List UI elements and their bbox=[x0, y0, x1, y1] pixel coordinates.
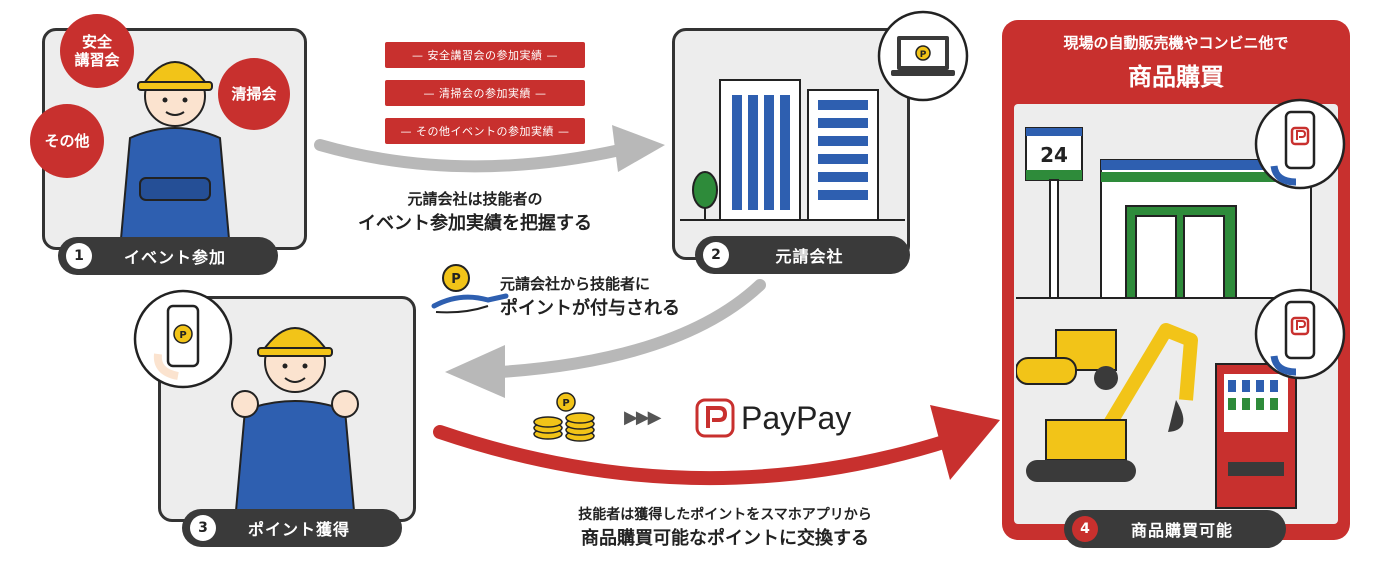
step-3-label: ポイント獲得 bbox=[247, 520, 350, 539]
caption-2-line1: 元請会社から技能者に bbox=[500, 275, 651, 293]
step-4-pill: 4 商品購買可能 bbox=[1064, 510, 1286, 548]
caption-1-line1: 元請会社は技能者の bbox=[407, 190, 543, 208]
phone-coin-bubble: P bbox=[133, 289, 233, 389]
paypay-logo: PayPay bbox=[695, 398, 851, 438]
laptop-coin-letter: P bbox=[920, 50, 927, 60]
coins-stack-icon: P bbox=[533, 392, 595, 442]
caption-3-line1: 技能者は獲得したポイントをスマホアプリから bbox=[578, 507, 872, 523]
step-2-pill: 2 元請会社 bbox=[695, 236, 910, 274]
step-2-number: 2 bbox=[703, 242, 729, 268]
worker-cheering-illustration bbox=[231, 327, 359, 522]
phone-paypay-bubble-1 bbox=[1254, 98, 1346, 190]
arrow-head-3 bbox=[930, 405, 1000, 480]
bubble-other: その他 bbox=[30, 104, 104, 178]
step-1-label: イベント参加 bbox=[123, 248, 226, 267]
tag-other-record: — その他イベントの参加実績 — bbox=[385, 118, 585, 144]
store-sign-number: 24 bbox=[1040, 143, 1068, 167]
step-3-number: 3 bbox=[190, 515, 216, 541]
step-4-number: 4 bbox=[1072, 516, 1098, 542]
panel-4-title: 現場の自動販売機やコンビニ他で 商品購買 bbox=[1002, 32, 1350, 92]
tag-safety-record: — 安全講習会の参加実績 — bbox=[385, 42, 585, 68]
caption-3-line2: 商品購買可能なポイントに交換する bbox=[581, 528, 869, 549]
step-4-label: 商品購買可能 bbox=[1130, 521, 1233, 540]
convenience-store-illustration: 24 bbox=[1016, 127, 1326, 299]
hand-coin-letter: P bbox=[451, 272, 461, 287]
caption-points-granted: 元請会社から技能者に ポイントが付与される bbox=[500, 273, 690, 320]
conversion-arrows: ▶▶▶ bbox=[624, 407, 662, 428]
caption-2-line2: ポイントが付与される bbox=[500, 298, 680, 319]
phone-paypay-bubble-2 bbox=[1254, 288, 1346, 380]
step-3-pill: 3 ポイント獲得 bbox=[182, 509, 402, 547]
tag-cleaning-record: — 清掃会の参加実績 — bbox=[385, 80, 585, 106]
vending-machine-illustration bbox=[1215, 363, 1297, 509]
arrow-points-to-purchase bbox=[433, 425, 957, 486]
office-building-illustration bbox=[680, 79, 905, 221]
arrow-contractor-to-points bbox=[494, 279, 766, 378]
worker-arms-crossed-illustration bbox=[118, 61, 232, 250]
panel-4-title-line1: 現場の自動販売機やコンビニ他で bbox=[1063, 34, 1289, 52]
phone-coin-letter: P bbox=[179, 330, 186, 341]
step-1-pill: 1 イベント参加 bbox=[58, 237, 278, 275]
bubble-safety-seminar: 安全 講習会 bbox=[60, 14, 134, 88]
paypay-logo-text: PayPay bbox=[741, 399, 852, 436]
bubble-cleaning: 清掃会 bbox=[218, 58, 290, 130]
coin-hand-icon: P bbox=[431, 264, 509, 314]
arrow-head-2 bbox=[445, 345, 505, 398]
caption-1-line2: イベント参加実績を把握する bbox=[358, 213, 592, 234]
caption-exchange-points: 技能者は獲得したポイントをスマホアプリから 商品購買可能なポイントに交換する bbox=[535, 504, 915, 550]
laptop-bubble: P bbox=[877, 10, 969, 102]
construction-machines-illustration bbox=[1016, 323, 1198, 482]
stack-coin-letter: P bbox=[562, 398, 569, 409]
caption-contractor-tracks: 元請会社は技能者の イベント参加実績を把握する bbox=[345, 188, 605, 235]
paypay-logo-mark-icon bbox=[695, 398, 735, 438]
arrow-event-to-contractor bbox=[314, 139, 626, 173]
arrow-head-1 bbox=[612, 125, 665, 172]
step-2-label: 元請会社 bbox=[775, 247, 844, 266]
panel-4-title-line2: 商品購買 bbox=[1128, 63, 1224, 91]
step-1-number: 1 bbox=[66, 243, 92, 269]
